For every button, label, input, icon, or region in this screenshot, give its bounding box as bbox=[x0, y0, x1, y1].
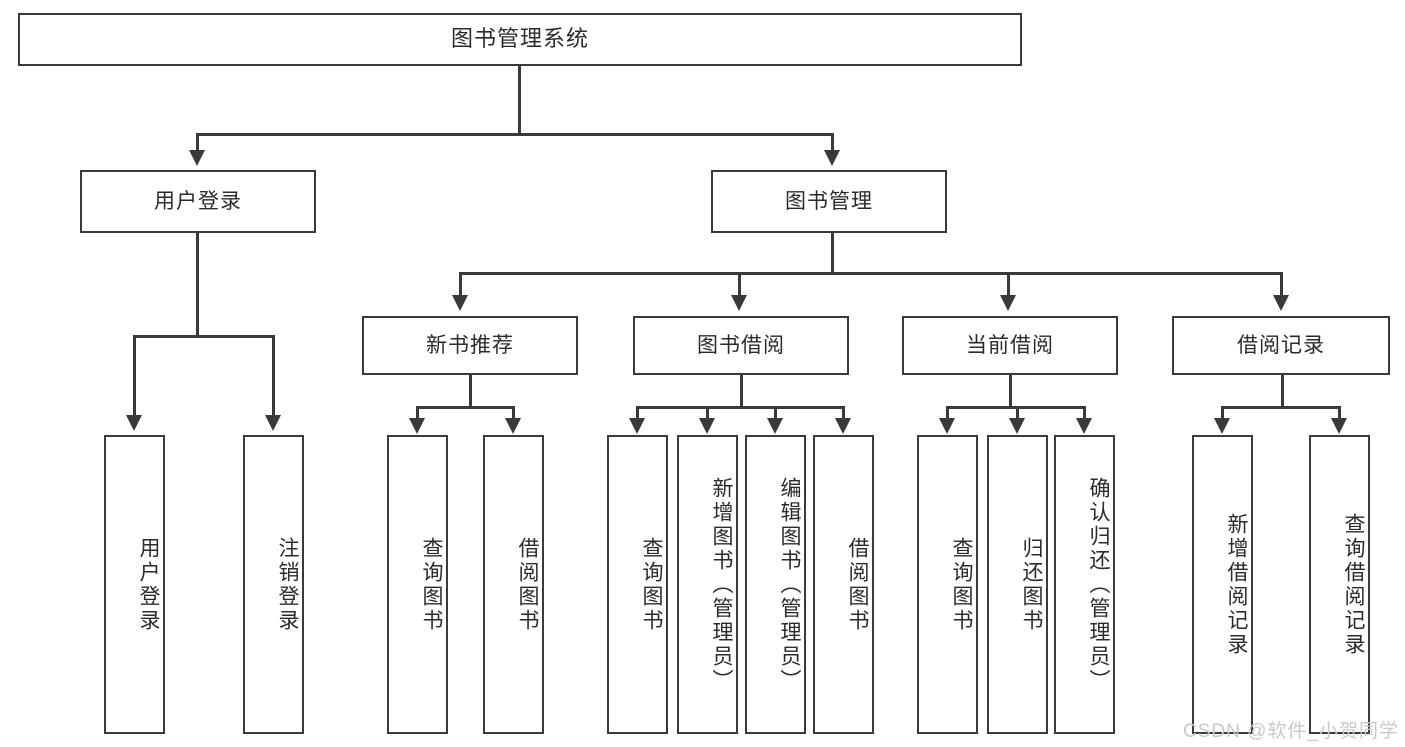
edge-book-borrow-to-borrow bbox=[842, 406, 845, 420]
arrow-book-manage-to-current-borrow bbox=[1000, 295, 1016, 311]
edge-book-borrow-to-add bbox=[706, 406, 709, 420]
edge-current-borrow-bus bbox=[946, 406, 1085, 409]
arrow-current-borrow-to-return bbox=[1009, 418, 1025, 434]
node-label: 当前借阅 bbox=[966, 333, 1054, 357]
node-label: 查询图书 bbox=[420, 536, 443, 633]
node-label: 图书管理 bbox=[785, 189, 873, 213]
node-label: 查询图书 bbox=[950, 536, 973, 633]
edge-book-manage-to-current-borrow bbox=[1007, 272, 1010, 297]
arrow-borrow-record-to-query bbox=[1331, 418, 1347, 434]
arrow-current-borrow-to-confirm bbox=[1076, 418, 1092, 434]
node-label: 确认归还（管理员） bbox=[1087, 476, 1110, 693]
node-label: 新增图书（管理员） bbox=[710, 476, 733, 693]
edge-book-borrow-to-edit bbox=[774, 406, 777, 420]
node-label: 查询借阅记录 bbox=[1342, 512, 1365, 657]
node-root-book-management-system[interactable]: 图书管理系统 bbox=[18, 13, 1022, 66]
leaf-query-borrow-record[interactable]: 查询借阅记录 bbox=[1309, 435, 1370, 734]
edge-root-to-user-login bbox=[196, 133, 199, 153]
node-label: 借阅图书 bbox=[516, 536, 539, 633]
leaf-borrow-book-borrow[interactable]: 借阅图书 bbox=[813, 435, 874, 734]
edge-book-manage-to-new-book bbox=[459, 272, 462, 297]
node-label: 编辑图书（管理员） bbox=[778, 476, 801, 693]
leaf-query-book-borrow[interactable]: 查询图书 bbox=[607, 435, 668, 734]
edge-borrow-record-bus bbox=[1221, 406, 1340, 409]
node-label: 查询图书 bbox=[640, 536, 663, 633]
edge-user-login-to-leaf-login bbox=[133, 335, 136, 417]
edge-book-manage-to-borrow-record bbox=[1280, 272, 1283, 297]
node-label: 用户登录 bbox=[137, 536, 160, 633]
edge-book-manage-stem bbox=[831, 233, 834, 272]
node-label: 图书管理系统 bbox=[450, 26, 589, 52]
edge-book-borrow-bus bbox=[636, 406, 844, 409]
edge-book-borrow-to-query bbox=[636, 406, 639, 420]
arrow-book-borrow-to-edit bbox=[767, 418, 783, 434]
node-label: 图书借阅 bbox=[697, 333, 785, 357]
node-borrow-record[interactable]: 借阅记录 bbox=[1172, 316, 1390, 375]
edge-user-login-stem bbox=[196, 233, 199, 335]
arrow-new-book-to-query bbox=[409, 418, 425, 434]
edge-root-to-book-manage bbox=[831, 133, 834, 153]
edge-new-book-to-query bbox=[416, 406, 419, 420]
edge-borrow-record-to-add bbox=[1221, 406, 1224, 420]
arrow-user-login-to-leaf-login bbox=[126, 415, 142, 431]
edge-borrow-record-to-query bbox=[1338, 406, 1341, 420]
node-book-manage[interactable]: 图书管理 bbox=[711, 170, 947, 233]
leaf-edit-book-admin[interactable]: 编辑图书（管理员） bbox=[745, 435, 806, 734]
node-label: 用户登录 bbox=[154, 189, 242, 213]
arrow-book-borrow-to-add bbox=[699, 418, 715, 434]
edge-new-book-to-borrow bbox=[512, 406, 515, 420]
edge-new-book-stem bbox=[469, 375, 472, 406]
edge-user-login-bus bbox=[133, 335, 275, 338]
arrow-user-login-to-leaf-logout bbox=[265, 415, 281, 431]
edge-root-bus bbox=[196, 133, 834, 136]
edge-new-book-bus bbox=[416, 406, 514, 409]
edge-borrow-record-stem bbox=[1281, 375, 1284, 406]
csdn-watermark: CSDN @软件_小贺同学 bbox=[1183, 721, 1399, 742]
leaf-query-book-current[interactable]: 查询图书 bbox=[917, 435, 978, 734]
leaf-add-book-admin[interactable]: 新增图书（管理员） bbox=[677, 435, 738, 734]
edge-book-borrow-stem bbox=[740, 375, 743, 406]
node-label: 借阅记录 bbox=[1237, 333, 1325, 357]
node-label: 借阅图书 bbox=[846, 536, 869, 633]
leaf-add-borrow-record[interactable]: 新增借阅记录 bbox=[1192, 435, 1253, 734]
node-label: 归还图书 bbox=[1020, 536, 1043, 633]
arrow-book-borrow-to-borrow bbox=[835, 418, 851, 434]
edge-user-login-to-leaf-logout bbox=[272, 335, 275, 417]
node-label: 新增借阅记录 bbox=[1225, 512, 1248, 657]
arrow-borrow-record-to-add bbox=[1214, 418, 1230, 434]
arrow-new-book-to-borrow bbox=[505, 418, 521, 434]
edge-root-stem bbox=[518, 66, 521, 133]
node-current-borrow[interactable]: 当前借阅 bbox=[902, 316, 1118, 375]
node-label: 注销登录 bbox=[276, 536, 299, 633]
edge-book-manage-to-book-borrow bbox=[738, 272, 741, 297]
edge-current-borrow-to-return bbox=[1016, 406, 1019, 420]
arrow-root-to-book-manage bbox=[824, 150, 840, 166]
node-book-borrow[interactable]: 图书借阅 bbox=[633, 316, 849, 375]
leaf-borrow-book-newbook[interactable]: 借阅图书 bbox=[483, 435, 544, 734]
leaf-confirm-return-admin[interactable]: 确认归还（管理员） bbox=[1054, 435, 1115, 734]
arrow-book-manage-to-book-borrow bbox=[731, 295, 747, 311]
edge-current-borrow-to-confirm bbox=[1083, 406, 1086, 420]
arrow-book-manage-to-new-book bbox=[452, 295, 468, 311]
leaf-logout[interactable]: 注销登录 bbox=[243, 435, 304, 734]
arrow-book-manage-to-borrow-record bbox=[1273, 295, 1289, 311]
edge-book-manage-bus bbox=[459, 272, 1283, 275]
arrow-book-borrow-to-query bbox=[629, 418, 645, 434]
leaf-return-book[interactable]: 归还图书 bbox=[987, 435, 1048, 734]
edge-current-borrow-to-query bbox=[946, 406, 949, 420]
leaf-user-login[interactable]: 用户登录 bbox=[104, 435, 165, 734]
leaf-query-book-newbook[interactable]: 查询图书 bbox=[387, 435, 448, 734]
arrow-root-to-user-login bbox=[189, 150, 205, 166]
edge-current-borrow-stem bbox=[1009, 375, 1012, 406]
node-new-book-recommend[interactable]: 新书推荐 bbox=[362, 316, 578, 375]
node-label: 新书推荐 bbox=[426, 333, 514, 357]
arrow-current-borrow-to-query bbox=[939, 418, 955, 434]
node-user-login[interactable]: 用户登录 bbox=[80, 170, 316, 233]
